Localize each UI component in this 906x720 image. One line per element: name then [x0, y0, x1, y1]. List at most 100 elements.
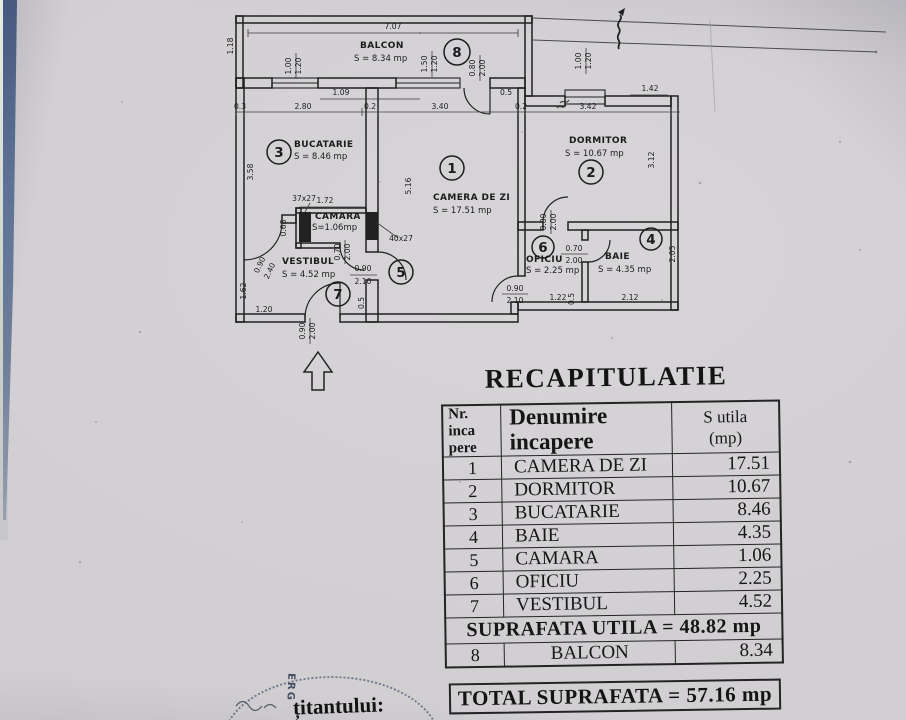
- dim-label: 3.12: [647, 151, 656, 168]
- dim-label: 0.2: [515, 102, 527, 111]
- dim-label: 7.07: [385, 22, 402, 31]
- cell-nr: 8: [445, 643, 505, 668]
- dim-label: 5.16: [404, 177, 413, 194]
- room-label-balcon: BALCON: [360, 41, 404, 51]
- cell-nr: 3: [443, 502, 503, 527]
- dim-label: 1.20: [584, 52, 593, 69]
- dim-label: 1.00: [284, 57, 293, 74]
- cell-area: 8.34: [675, 639, 783, 665]
- cell-area: 10.67: [672, 475, 781, 500]
- dim-label: 2.80: [295, 102, 312, 111]
- header-denumire: Denumire incapere: [500, 402, 673, 457]
- room-number-badges: [266, 38, 663, 307]
- room-number: 6: [538, 240, 547, 256]
- cell-name: VESTIBUL: [503, 591, 675, 618]
- cell-nr: 5: [444, 548, 504, 573]
- dim-label: 2.00: [308, 322, 317, 339]
- dim-label: 1.50: [420, 55, 429, 72]
- room-area-bucatarie: S = 8.46 mp: [294, 152, 347, 162]
- recapitulation-title: RECAPITULATIE: [484, 360, 728, 394]
- dim-label: 0.3: [234, 102, 246, 111]
- dim-label: 1.22: [550, 293, 567, 302]
- dim-label: 2.05: [668, 245, 677, 262]
- cell-name: CAMERA DE ZI: [501, 453, 673, 480]
- dim-label: 1.18: [226, 37, 235, 54]
- dim-label: 2.10: [507, 296, 524, 305]
- cell-name: CAMARA: [502, 545, 675, 572]
- room-number: 1: [447, 161, 456, 177]
- pillar-label: 40x27: [389, 234, 413, 243]
- dim-label: 1.72: [317, 196, 334, 205]
- room-area-oficiu: S = 2.25 mp: [526, 266, 579, 276]
- table-header-row: Nr. inca pere Denumire incapere S utila …: [442, 400, 780, 458]
- room-area-camera-de-zi: S = 17.51 mp: [433, 206, 492, 216]
- extension-lines: [532, 17, 887, 113]
- room-area-balcon: S = 8.34 mp: [354, 54, 407, 64]
- cell-name: DORMITOR: [501, 476, 673, 503]
- cell-nr: 1: [442, 456, 502, 481]
- room-area-dormitor: S = 10.67 mp: [565, 149, 624, 159]
- room-label-dormitor: DORMITOR: [569, 136, 627, 146]
- dim-label: 3.58: [246, 163, 255, 180]
- dim-label: 1.00: [574, 52, 583, 69]
- dimension-lines: [235, 29, 680, 344]
- dim-label: 1.62: [239, 282, 248, 299]
- dim-label: 0.80: [539, 213, 548, 230]
- header-s-utila: S utila (mp): [671, 400, 780, 454]
- room-area-vestibul: S = 4.52 mp: [282, 270, 335, 280]
- dim-label: 0.5: [567, 293, 576, 305]
- dim-label: 0.90: [507, 284, 524, 293]
- dim-label: 1.20: [294, 57, 303, 74]
- dim-label: 0.2: [364, 102, 376, 111]
- dim-label: 0.70: [333, 243, 342, 260]
- room-label-vestibul: VESTIBUL: [282, 257, 334, 267]
- door-arcs: [243, 87, 611, 319]
- cell-area: 4.52: [674, 590, 783, 615]
- dim-label: 0.70: [566, 244, 583, 253]
- dim-label: 2.10: [355, 277, 372, 286]
- cell-name: BALCON: [504, 640, 676, 668]
- header-nr: Nr. inca pere: [442, 404, 502, 458]
- dim-label: 1.20: [256, 305, 273, 314]
- room-label-camara: CAMARA: [315, 212, 361, 222]
- dim-label: 0.90: [355, 264, 372, 273]
- window-living: [395, 77, 461, 89]
- recapitulation-table: Nr. inca pere Denumire incapere S utila …: [441, 399, 784, 669]
- dim-label: 0.68: [279, 219, 288, 236]
- cell-nr: 4: [443, 525, 503, 550]
- cell-nr: 2: [443, 479, 503, 504]
- entrance-arrow: [302, 350, 334, 391]
- table-row-balcon: 8 BALCON 8.34: [445, 639, 783, 668]
- dim-label: 3.40: [432, 102, 449, 111]
- room-area-camara: S=1.06mp: [312, 223, 357, 233]
- window-dormitor: [564, 89, 606, 105]
- dim-label: 1.20: [430, 55, 439, 72]
- walls: [235, 15, 679, 323]
- cell-name: OFICIU: [503, 568, 675, 595]
- dim-label: 2.00: [478, 59, 487, 76]
- room-label-baie: BAIE: [605, 252, 630, 262]
- room-number: 7: [333, 287, 342, 303]
- dim-label: 1.42: [642, 84, 659, 93]
- room-label-bucatarie: BUCATARIE: [294, 140, 353, 150]
- dim-label: 3.42: [580, 102, 597, 111]
- dim-label: 2.12: [622, 293, 639, 302]
- dim-label: 0.5: [357, 297, 366, 309]
- pillars: [299, 212, 378, 242]
- handwritten-caption: țitantului:: [292, 692, 385, 720]
- dim-label: 0.90: [298, 322, 307, 339]
- dim-label: 1.09: [333, 88, 350, 97]
- dim-label: 0.80: [468, 59, 477, 76]
- dim-label: 2.00: [566, 256, 583, 265]
- cell-area: 2.25: [674, 567, 782, 592]
- dim-label: 0.5: [500, 88, 512, 97]
- dim-label: 2.00: [343, 243, 352, 260]
- cell-area: 8.46: [672, 498, 781, 523]
- dim-label: 2.00: [549, 213, 558, 230]
- window-kitchen: [271, 77, 319, 89]
- room-number: 8: [452, 45, 461, 61]
- cell-area: 1.06: [673, 544, 782, 569]
- room-label-camera-de-zi: CAMERA DE ZI: [433, 193, 510, 203]
